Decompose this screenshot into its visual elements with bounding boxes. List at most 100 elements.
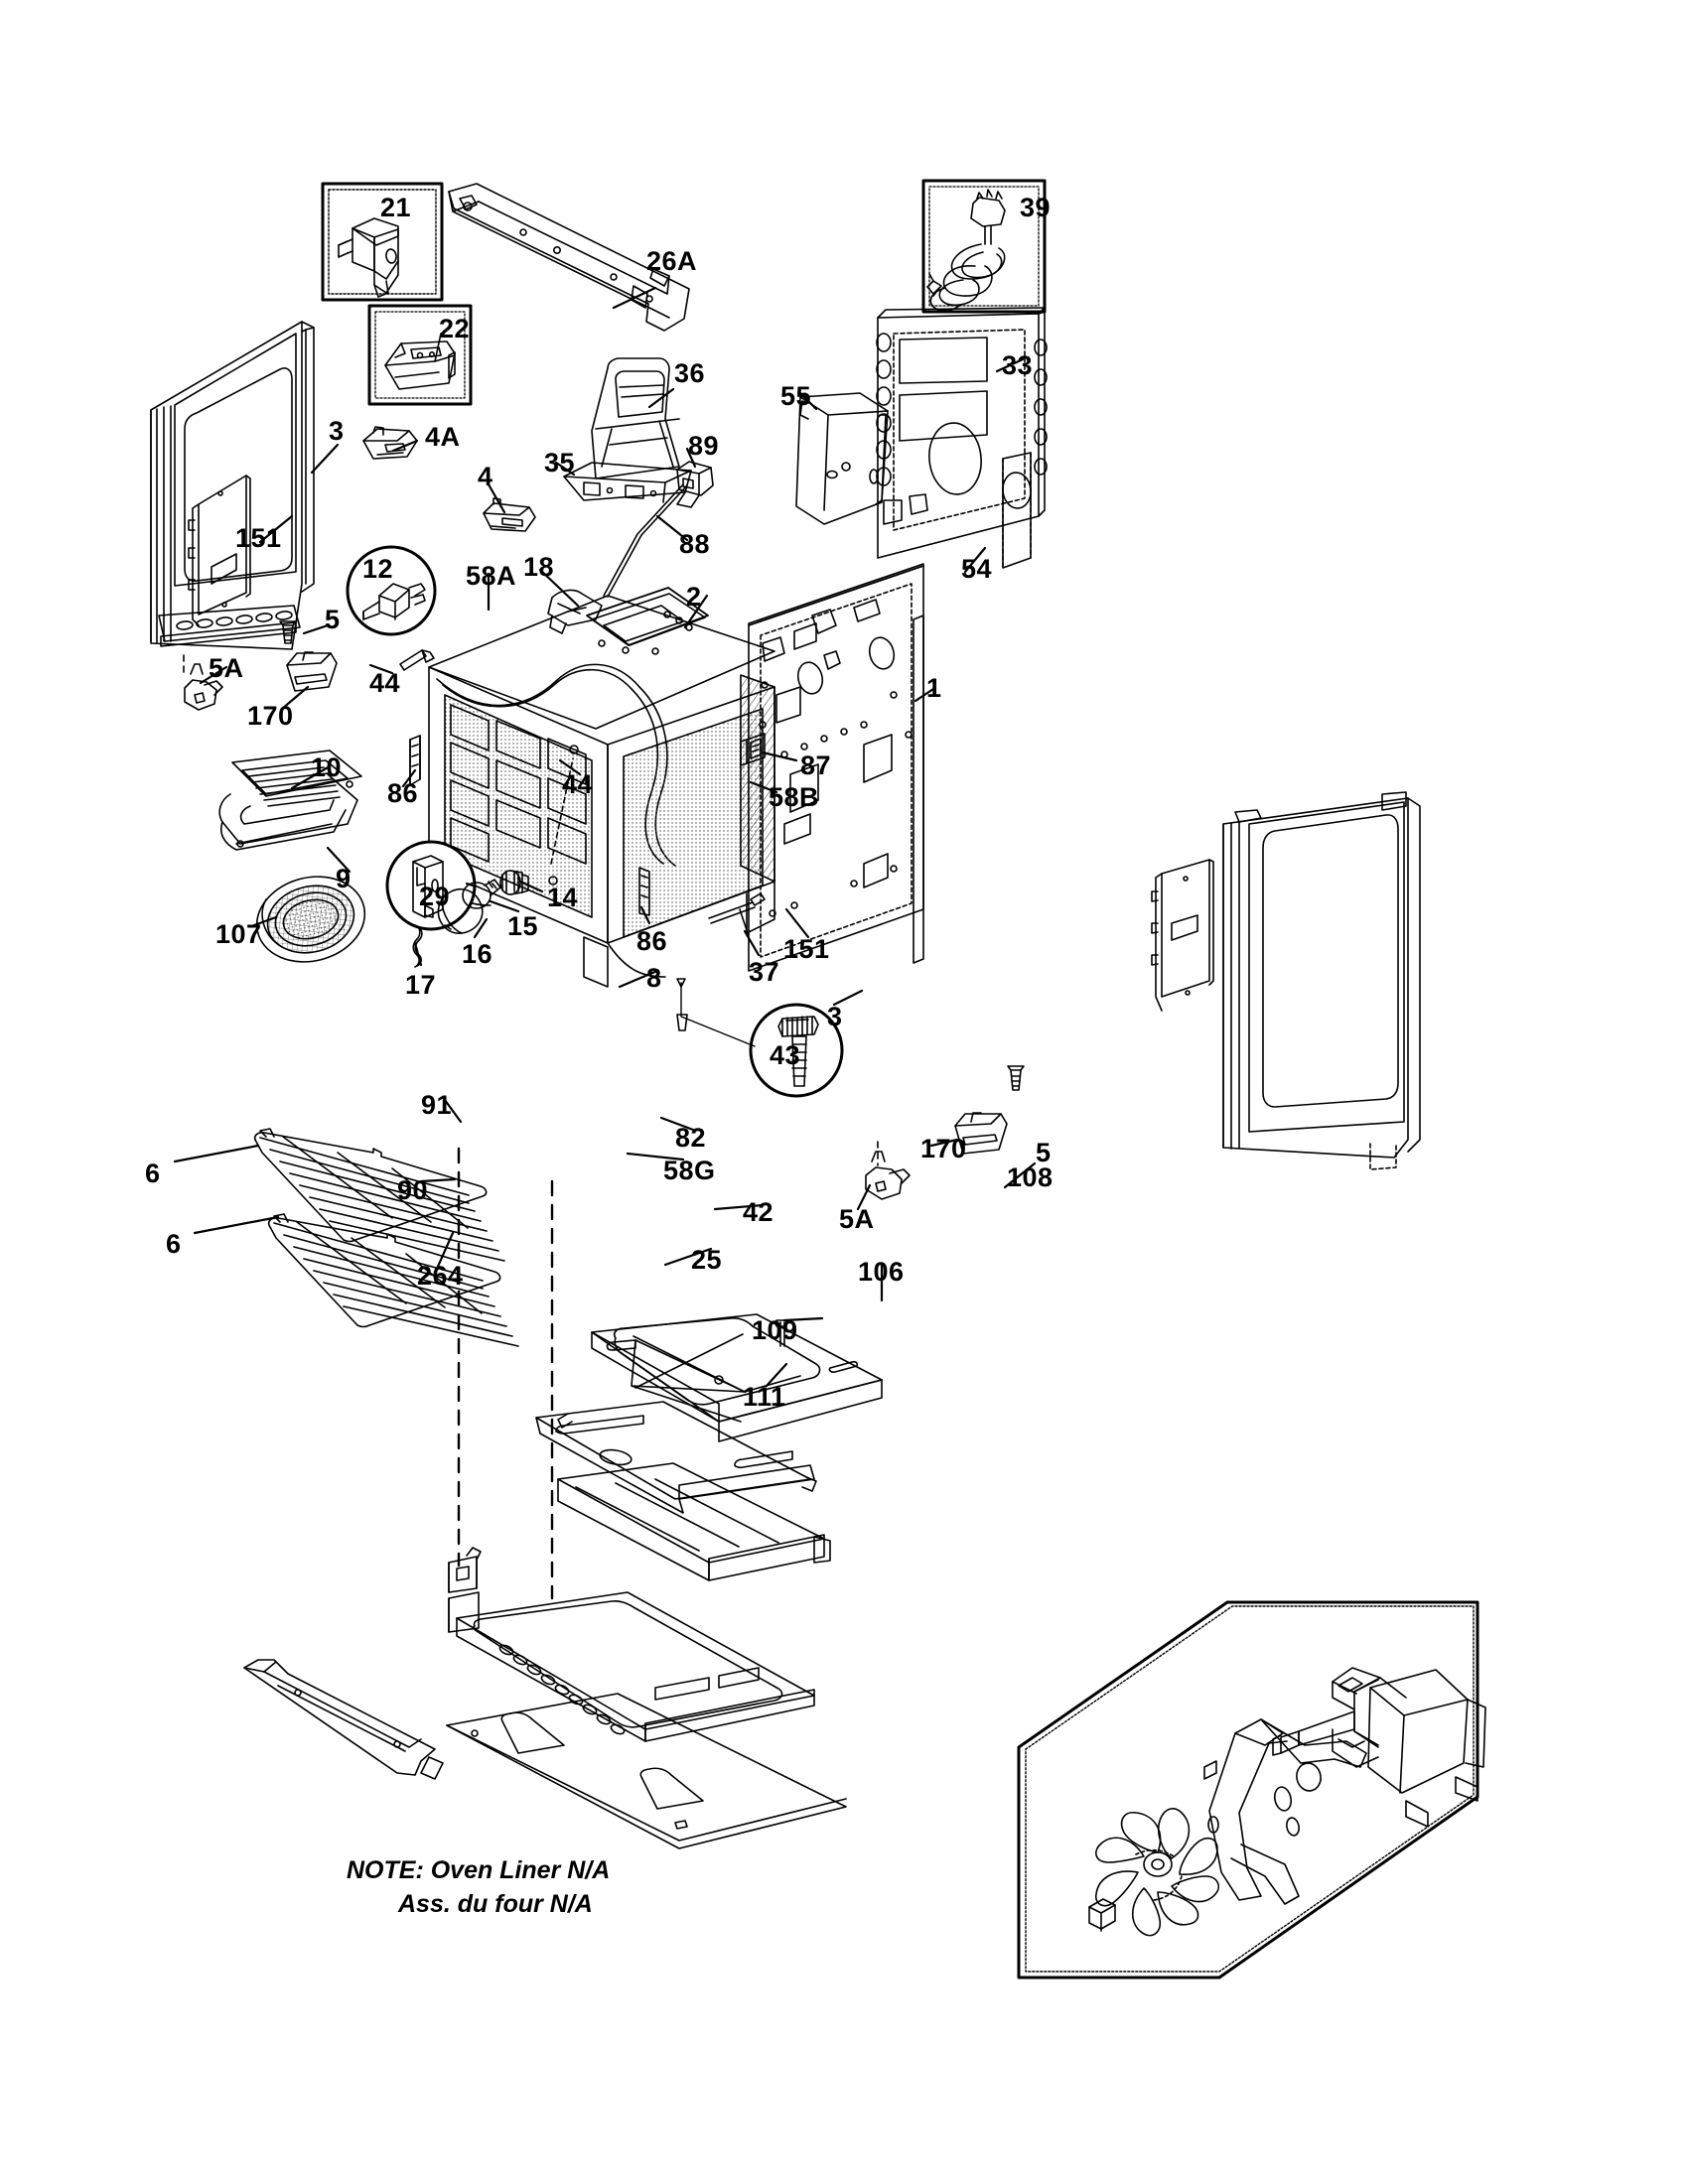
part-44-screw-left xyxy=(399,649,435,671)
part-26a-bracket xyxy=(448,183,690,332)
part-55-heat-shield xyxy=(795,392,889,525)
inset-box-22 xyxy=(367,304,473,406)
inset-circle-12 xyxy=(346,545,437,636)
callout-86-upper: 86 xyxy=(387,778,419,808)
callout-264: 264 xyxy=(417,1261,464,1291)
part-37-cotter-pin xyxy=(708,892,766,934)
callout-12: 12 xyxy=(362,554,394,584)
callout-170-left: 170 xyxy=(247,701,294,731)
inset-circle-29 xyxy=(385,840,477,931)
note-line-1: NOTE: Oven Liner N/A xyxy=(347,1856,611,1884)
part-10-vent-grille xyxy=(218,750,362,851)
part-35-trim-plate xyxy=(563,462,692,503)
callout-89: 89 xyxy=(688,431,720,461)
callout-33: 33 xyxy=(1002,350,1034,380)
part-3-left-door xyxy=(150,321,315,650)
callout-151-right: 151 xyxy=(783,934,830,964)
callout-21: 21 xyxy=(380,193,412,222)
callout-3-left-door: 3 xyxy=(329,416,345,446)
callout-82: 82 xyxy=(675,1123,707,1153)
inset-box-108 xyxy=(1017,1600,1486,1979)
callout-91: 91 xyxy=(421,1090,453,1120)
callout-37: 37 xyxy=(749,957,780,987)
inset-box-21 xyxy=(321,182,444,302)
part-170-left-bracket xyxy=(286,651,338,692)
callout-87: 87 xyxy=(800,751,832,780)
callout-58g: 58G xyxy=(663,1156,716,1185)
callout-6-upper: 6 xyxy=(145,1159,161,1188)
callout-26a: 26A xyxy=(646,246,698,276)
part-5a-left-hinge xyxy=(183,654,223,711)
callout-22: 22 xyxy=(439,314,471,343)
callout-109: 109 xyxy=(752,1315,798,1345)
callout-3-right-door: 3 xyxy=(827,1002,843,1031)
callout-36: 36 xyxy=(674,358,706,388)
callout-44-left: 44 xyxy=(369,668,401,698)
callout-4a: 4A xyxy=(425,422,461,452)
part-87-receptacle xyxy=(740,733,766,766)
callout-35: 35 xyxy=(544,448,576,478)
part-4a-bracket xyxy=(362,426,418,460)
callout-1: 1 xyxy=(926,673,942,703)
callout-111: 111 xyxy=(743,1382,786,1412)
callout-14: 14 xyxy=(547,883,579,912)
part-54-side-strip xyxy=(1002,452,1032,569)
callout-54: 54 xyxy=(961,554,993,584)
part-16-lens-cover xyxy=(437,887,484,934)
callout-5a-left: 5A xyxy=(209,653,244,683)
callout-90: 90 xyxy=(397,1175,429,1205)
callout-5a-right: 5A xyxy=(839,1204,875,1234)
callout-5-left: 5 xyxy=(325,605,341,634)
callout-4: 4 xyxy=(478,462,493,491)
part-151-right-panel xyxy=(1151,859,1214,1012)
part-58g-element xyxy=(557,1462,831,1581)
part-91-bracket xyxy=(448,1547,482,1593)
part-5a-right-hinge xyxy=(865,1141,911,1200)
inset-box-39 xyxy=(921,179,1047,314)
part-33-rear-cover xyxy=(876,307,1048,559)
callout-25: 25 xyxy=(691,1245,723,1275)
callout-106: 106 xyxy=(858,1257,905,1287)
callout-2: 2 xyxy=(686,582,702,612)
part-36-vent-duct xyxy=(591,357,680,479)
callout-6-lower: 6 xyxy=(166,1229,182,1259)
inset-circle-43 xyxy=(676,978,844,1098)
part-15-bulb xyxy=(462,879,501,909)
callout-58a: 58A xyxy=(466,561,517,591)
callout-108: 108 xyxy=(1007,1162,1054,1192)
part-108-motor xyxy=(1272,1667,1486,1828)
callout-107: 107 xyxy=(215,919,262,949)
part-8-bottom-panel xyxy=(591,1313,883,1442)
callout-15: 15 xyxy=(507,911,539,941)
part-42-frame xyxy=(456,1591,815,1742)
callout-8: 8 xyxy=(646,963,662,993)
part-1-rear-panel xyxy=(748,563,924,972)
callout-10: 10 xyxy=(311,752,343,782)
part-5-left-screw xyxy=(279,620,297,644)
part-111-nut xyxy=(1088,1898,1116,1932)
callout-58b: 58B xyxy=(769,782,820,812)
part-6-rack-lower xyxy=(267,1213,519,1347)
callout-16: 16 xyxy=(462,939,493,969)
callout-18: 18 xyxy=(523,552,555,582)
note-line-2: Ass. du four N/A xyxy=(398,1889,593,1918)
part-264-rail xyxy=(243,1659,444,1780)
part-106-motor-bracket xyxy=(1203,1718,1367,1905)
callout-151-left: 151 xyxy=(235,523,282,553)
part-25-bottom-pan xyxy=(446,1693,847,1849)
callout-9: 9 xyxy=(336,864,352,893)
part-86-upper-clip xyxy=(409,735,421,786)
leader-lines xyxy=(173,286,1037,1388)
alignment-guides xyxy=(457,1147,554,1600)
part-6-rack-upper xyxy=(253,1128,505,1262)
diagram-note: NOTE: Oven Liner N/A Ass. du four N/A xyxy=(347,1854,610,1922)
part-90-side-plate xyxy=(448,1591,480,1633)
callout-5-right: 5 xyxy=(1036,1138,1052,1167)
part-44-screw-mid xyxy=(550,757,574,865)
callout-170-right: 170 xyxy=(920,1134,967,1163)
callout-17: 17 xyxy=(405,970,437,1000)
callout-39: 39 xyxy=(1020,193,1052,222)
callout-55: 55 xyxy=(780,381,812,411)
